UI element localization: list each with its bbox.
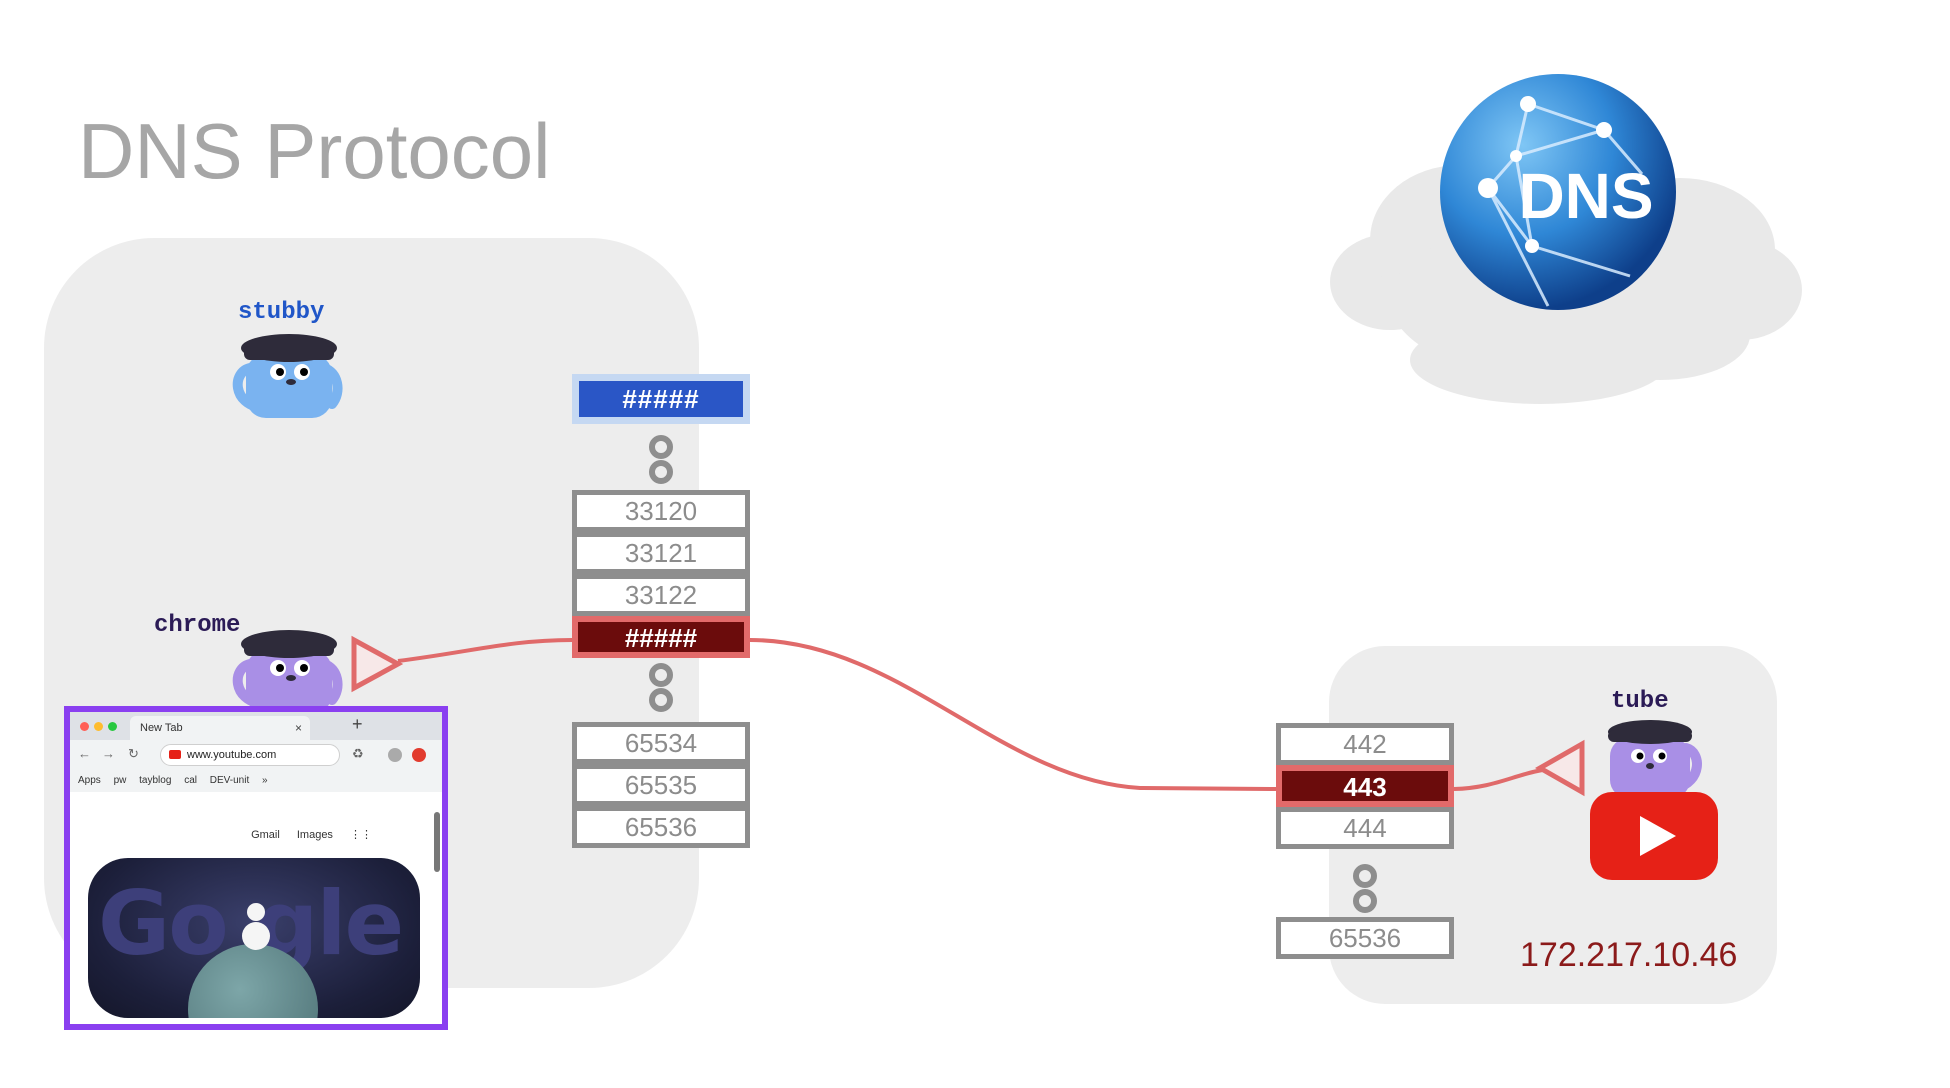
address-bar-url: www.youtube.com xyxy=(187,749,277,761)
stubby-mascot-icon xyxy=(232,334,343,418)
bookmark-cal[interactable]: cal xyxy=(184,775,197,786)
port-cell: 33121 xyxy=(572,532,750,574)
port-cell: 444 xyxy=(1276,807,1454,849)
bookmarks-bar: Apps pw tayblog cal DEV-unit » xyxy=(70,770,442,792)
reload-icon[interactable]: ↻ xyxy=(128,746,139,761)
port-cell: 33122 xyxy=(572,574,750,616)
dns-logo-text: DNS xyxy=(1518,160,1653,232)
ellipsis-link-icon xyxy=(1353,864,1377,913)
tube-label: tube xyxy=(1611,688,1669,715)
browser-tab[interactable]: New Tab × xyxy=(130,716,310,740)
bookmark-apps[interactable]: Apps xyxy=(78,775,101,786)
ellipsis-link-icon xyxy=(649,663,673,712)
active-port-cell: ##### xyxy=(572,616,750,658)
port-cell: 65536 xyxy=(1276,917,1454,959)
google-doodle[interactable]: Go gle xyxy=(88,858,420,1018)
new-tab-button[interactable]: + xyxy=(352,714,363,734)
maximize-window-icon[interactable] xyxy=(108,722,117,731)
ellipsis-link-icon xyxy=(649,435,673,484)
dns-cloud-icon: DNS xyxy=(1330,74,1802,404)
tube-socket-icon xyxy=(1534,739,1585,797)
stubby-port-label: ##### xyxy=(579,381,743,417)
youtube-favicon-icon xyxy=(169,750,181,759)
browser-window: New Tab × + ← → ↻ www.youtube.com ♻ Apps… xyxy=(64,706,448,1030)
extension-recycle-icon[interactable]: ♻ xyxy=(352,746,364,761)
google-top-links: Gmail Images ⋮⋮ xyxy=(237,828,372,841)
address-bar[interactable]: www.youtube.com xyxy=(160,744,340,766)
tube-mascot-icon xyxy=(1608,720,1702,798)
stubby-label: stubby xyxy=(238,299,325,326)
bookmark-dev-unit[interactable]: DEV-unit xyxy=(209,775,250,786)
active-port-cell: 443 xyxy=(1276,765,1454,807)
browser-toolbar: ← → ↻ www.youtube.com ♻ xyxy=(70,740,442,770)
snowman-icon xyxy=(242,903,270,950)
bookmark-pw[interactable]: pw xyxy=(113,775,127,786)
chrome-label: chrome xyxy=(154,612,241,639)
chrome-mascot-icon xyxy=(232,630,343,714)
apps-grid-icon[interactable]: ⋮⋮ xyxy=(350,829,372,841)
close-window-icon[interactable] xyxy=(80,722,89,731)
stubby-port: ##### xyxy=(572,374,750,424)
minimize-window-icon[interactable] xyxy=(94,722,103,731)
gmail-link[interactable]: Gmail xyxy=(251,829,280,841)
forward-arrow-icon[interactable]: → xyxy=(102,746,115,761)
back-arrow-icon[interactable]: ← xyxy=(78,746,91,761)
port-cell: 442 xyxy=(1276,723,1454,765)
server-ip-address: 172.217.10.46 xyxy=(1520,936,1738,974)
chrome-socket-icon xyxy=(351,635,404,693)
youtube-logo-icon xyxy=(1590,792,1718,880)
scrollbar[interactable] xyxy=(434,812,440,872)
page-title: DNS Protocol xyxy=(78,107,551,195)
tab-title: New Tab xyxy=(140,722,183,734)
server-port-table: 442 443 444 65536 xyxy=(1276,723,1454,968)
port-cell: 65536 xyxy=(572,806,750,848)
extension-stop-icon[interactable] xyxy=(412,748,426,762)
profile-avatar-icon[interactable] xyxy=(388,748,402,762)
tab-close-icon[interactable]: × xyxy=(294,721,302,735)
browser-tab-bar: New Tab × + xyxy=(70,712,442,740)
port-cell: 65535 xyxy=(572,764,750,806)
images-link[interactable]: Images xyxy=(296,829,333,841)
port-cell: 33120 xyxy=(572,490,750,532)
bookmark-tayblog[interactable]: tayblog xyxy=(139,775,172,786)
bookmarks-overflow-icon[interactable]: » xyxy=(262,775,268,786)
client-port-table: 33120 33121 33122 ##### 65534 65535 6553… xyxy=(572,490,750,850)
port-cell: 65534 xyxy=(572,722,750,764)
